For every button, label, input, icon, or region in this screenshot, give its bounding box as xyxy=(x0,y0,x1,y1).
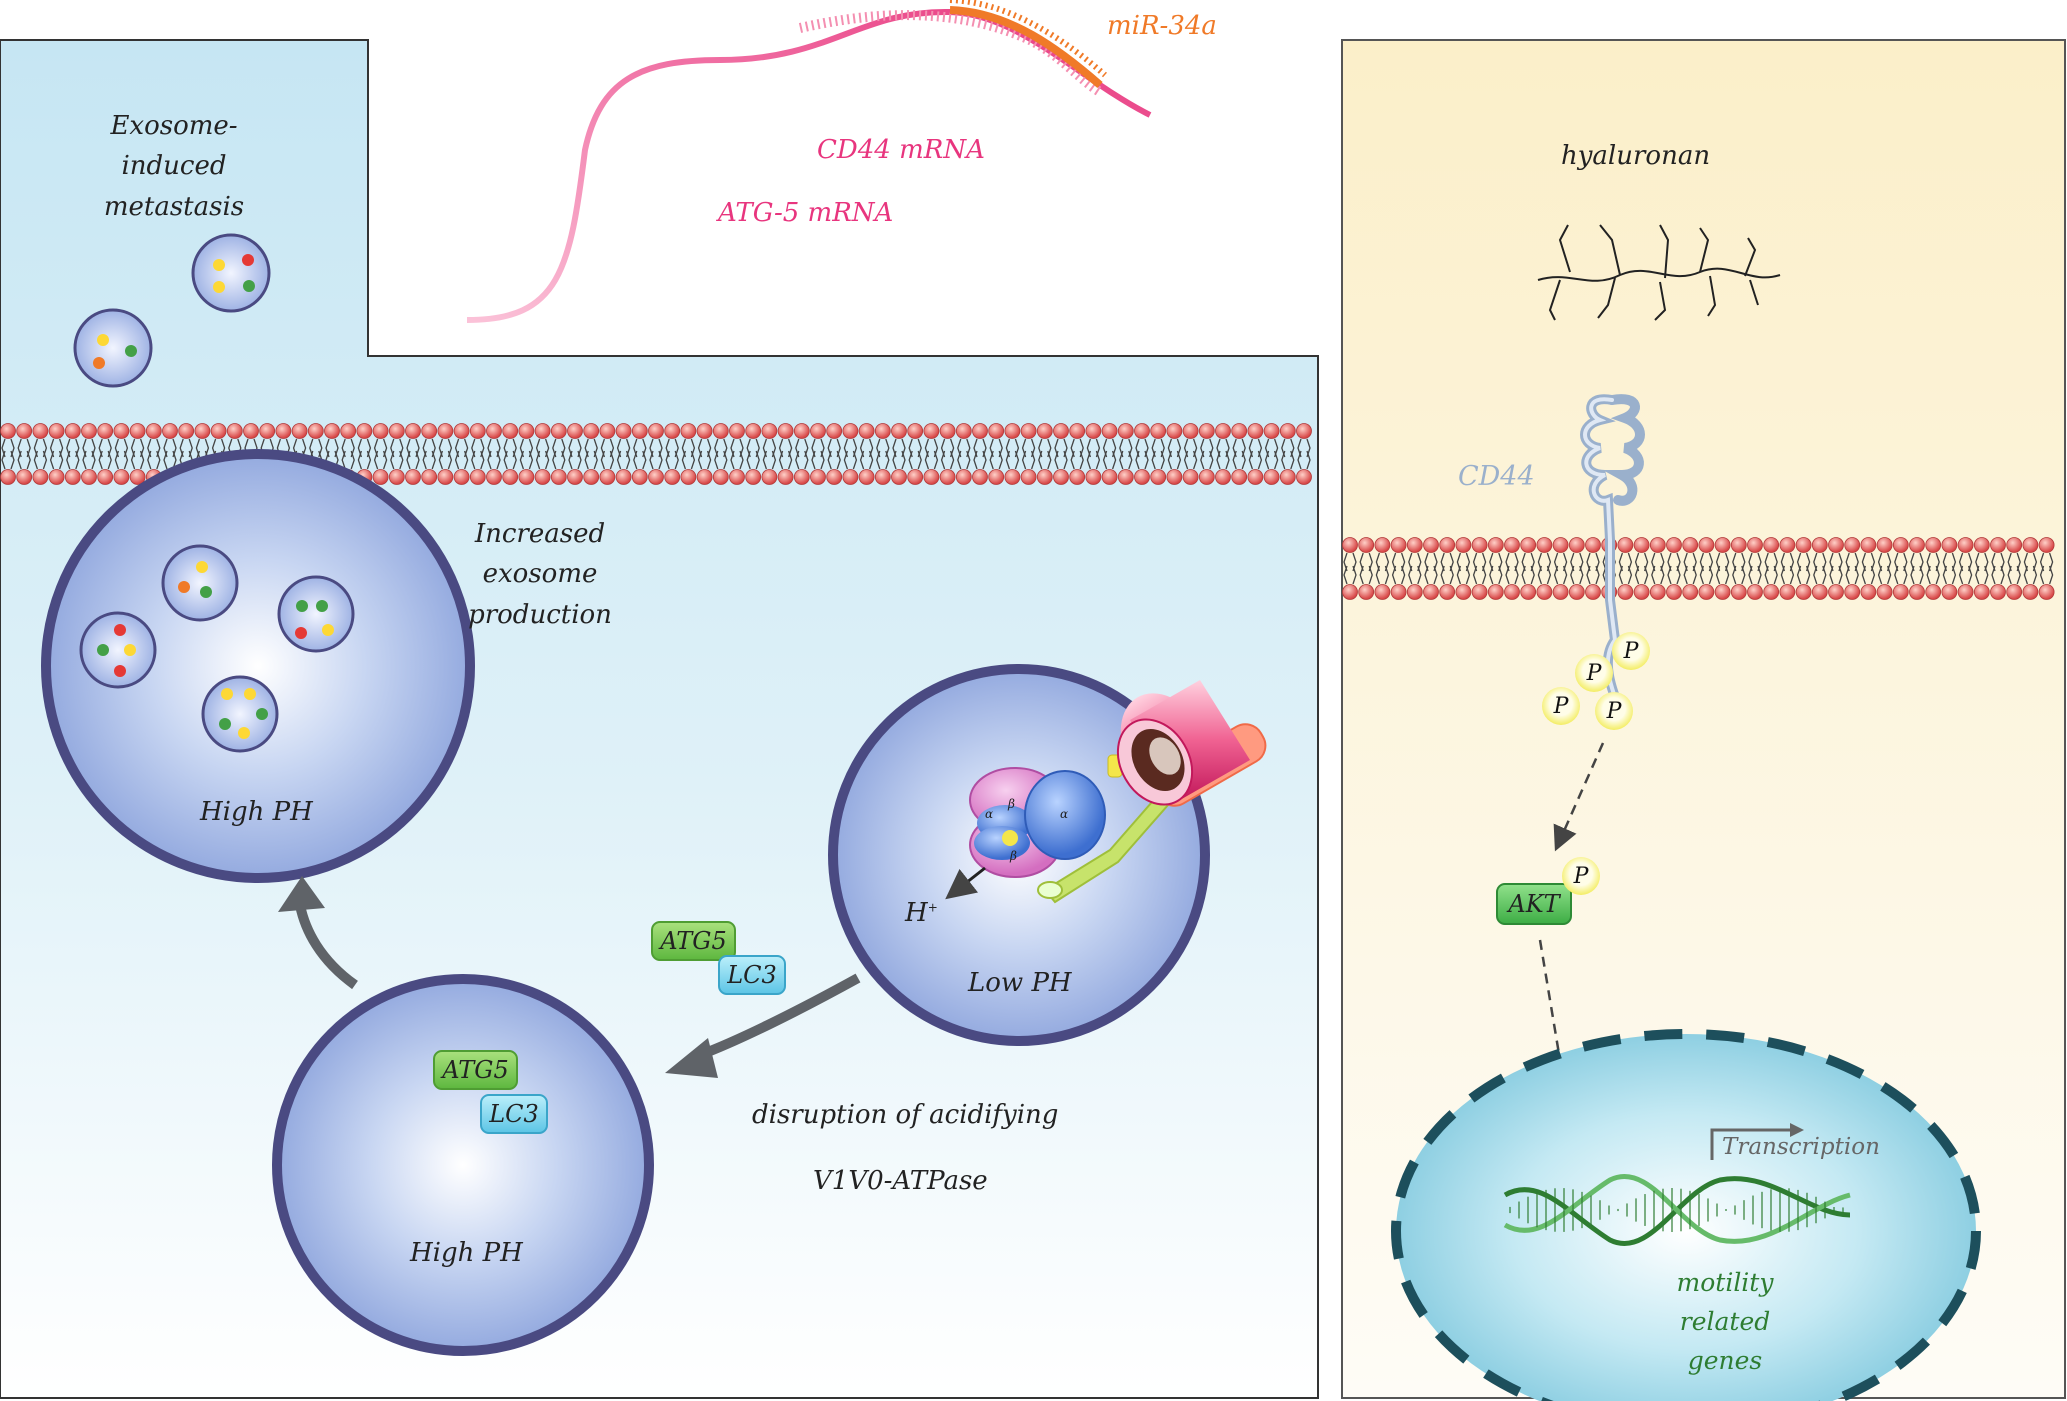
mirna-34a-strand xyxy=(949,0,1107,89)
mrna-strand xyxy=(466,8,1152,323)
intraluminal-vesicle-2 xyxy=(79,611,157,689)
low-ph-label: Low PH xyxy=(968,968,1072,998)
atg5-badge-endosome: ATG5 xyxy=(433,1050,518,1090)
endosome-high-ph-top xyxy=(41,449,475,883)
exosome-extracellular-2 xyxy=(73,308,153,388)
atpase-label: V1V0-ATPase xyxy=(813,1166,988,1196)
exosome-metastasis-label: Exosome-induced metastasis xyxy=(103,111,245,222)
membrane-right xyxy=(1342,537,2055,600)
high-ph-bottom-label: High PH xyxy=(410,1238,523,1268)
dna-helix xyxy=(1503,1174,1851,1246)
proton-arrow xyxy=(945,866,986,900)
phospho-cd44-1: P xyxy=(1612,632,1650,670)
transcription-arrowhead xyxy=(1790,1123,1804,1137)
disruption-label: disruption of acidifying xyxy=(752,1100,1059,1130)
intraluminal-vesicle-3 xyxy=(277,575,355,653)
dna-base-pairs xyxy=(1509,1188,1844,1232)
exosome-extracellular-1 xyxy=(191,233,271,313)
svg-text:β: β xyxy=(1009,849,1017,863)
lc3-badge-free: LC3 xyxy=(718,955,786,995)
proton-label: H+ xyxy=(905,898,938,928)
arrow-to-high-ph-top xyxy=(295,903,358,990)
phospho-cd44-3: P xyxy=(1542,687,1580,725)
motility-genes-label: motility related genes xyxy=(1676,1268,1774,1375)
akt-badge: AKT xyxy=(1496,883,1572,925)
arrowhead-to-high-ph-bottom xyxy=(665,1038,718,1078)
phospho-cd44-4: P xyxy=(1595,692,1633,730)
endosome-high-ph-bottom xyxy=(272,974,654,1356)
intraluminal-vesicle-1 xyxy=(161,544,239,622)
lc3-badge-endosome: LC3 xyxy=(480,1094,548,1134)
high-ph-top-label: High PH xyxy=(200,797,313,827)
cd44-label: CD44 xyxy=(1458,461,1535,492)
cd44-receptor xyxy=(1580,394,1645,715)
increased-production-label: Increased exosome production xyxy=(468,519,612,630)
arrow-to-high-ph-bottom xyxy=(698,973,861,1060)
mirna-label: miR-34a xyxy=(1107,11,1217,41)
phospho-akt: P xyxy=(1562,857,1600,895)
atg5-mrna-label: ATG-5 mRNA xyxy=(718,198,894,228)
cd44-mrna-label: CD44 mRNA xyxy=(817,135,985,165)
hyaluronan-chain xyxy=(1537,224,1781,321)
signal-arrow-cd44-akt xyxy=(1553,742,1605,852)
svg-text:β: β xyxy=(1007,797,1015,811)
svg-text:α: α xyxy=(1060,807,1068,821)
arrowhead-to-high-ph-top xyxy=(278,876,325,912)
svg-text:α: α xyxy=(985,807,993,821)
atg5-badge-free: ATG5 xyxy=(651,921,736,961)
transcription-label: Transcription xyxy=(1722,1134,1880,1160)
phospho-cd44-2: P xyxy=(1575,654,1613,692)
intraluminal-vesicle-4 xyxy=(201,675,279,753)
hyaluronan-label: hyaluronan xyxy=(1561,141,1711,171)
proton-symbol: H xyxy=(905,898,928,928)
v-atpase-complex: β α β α xyxy=(969,680,1267,904)
transcription-arrow xyxy=(1710,1128,1790,1160)
